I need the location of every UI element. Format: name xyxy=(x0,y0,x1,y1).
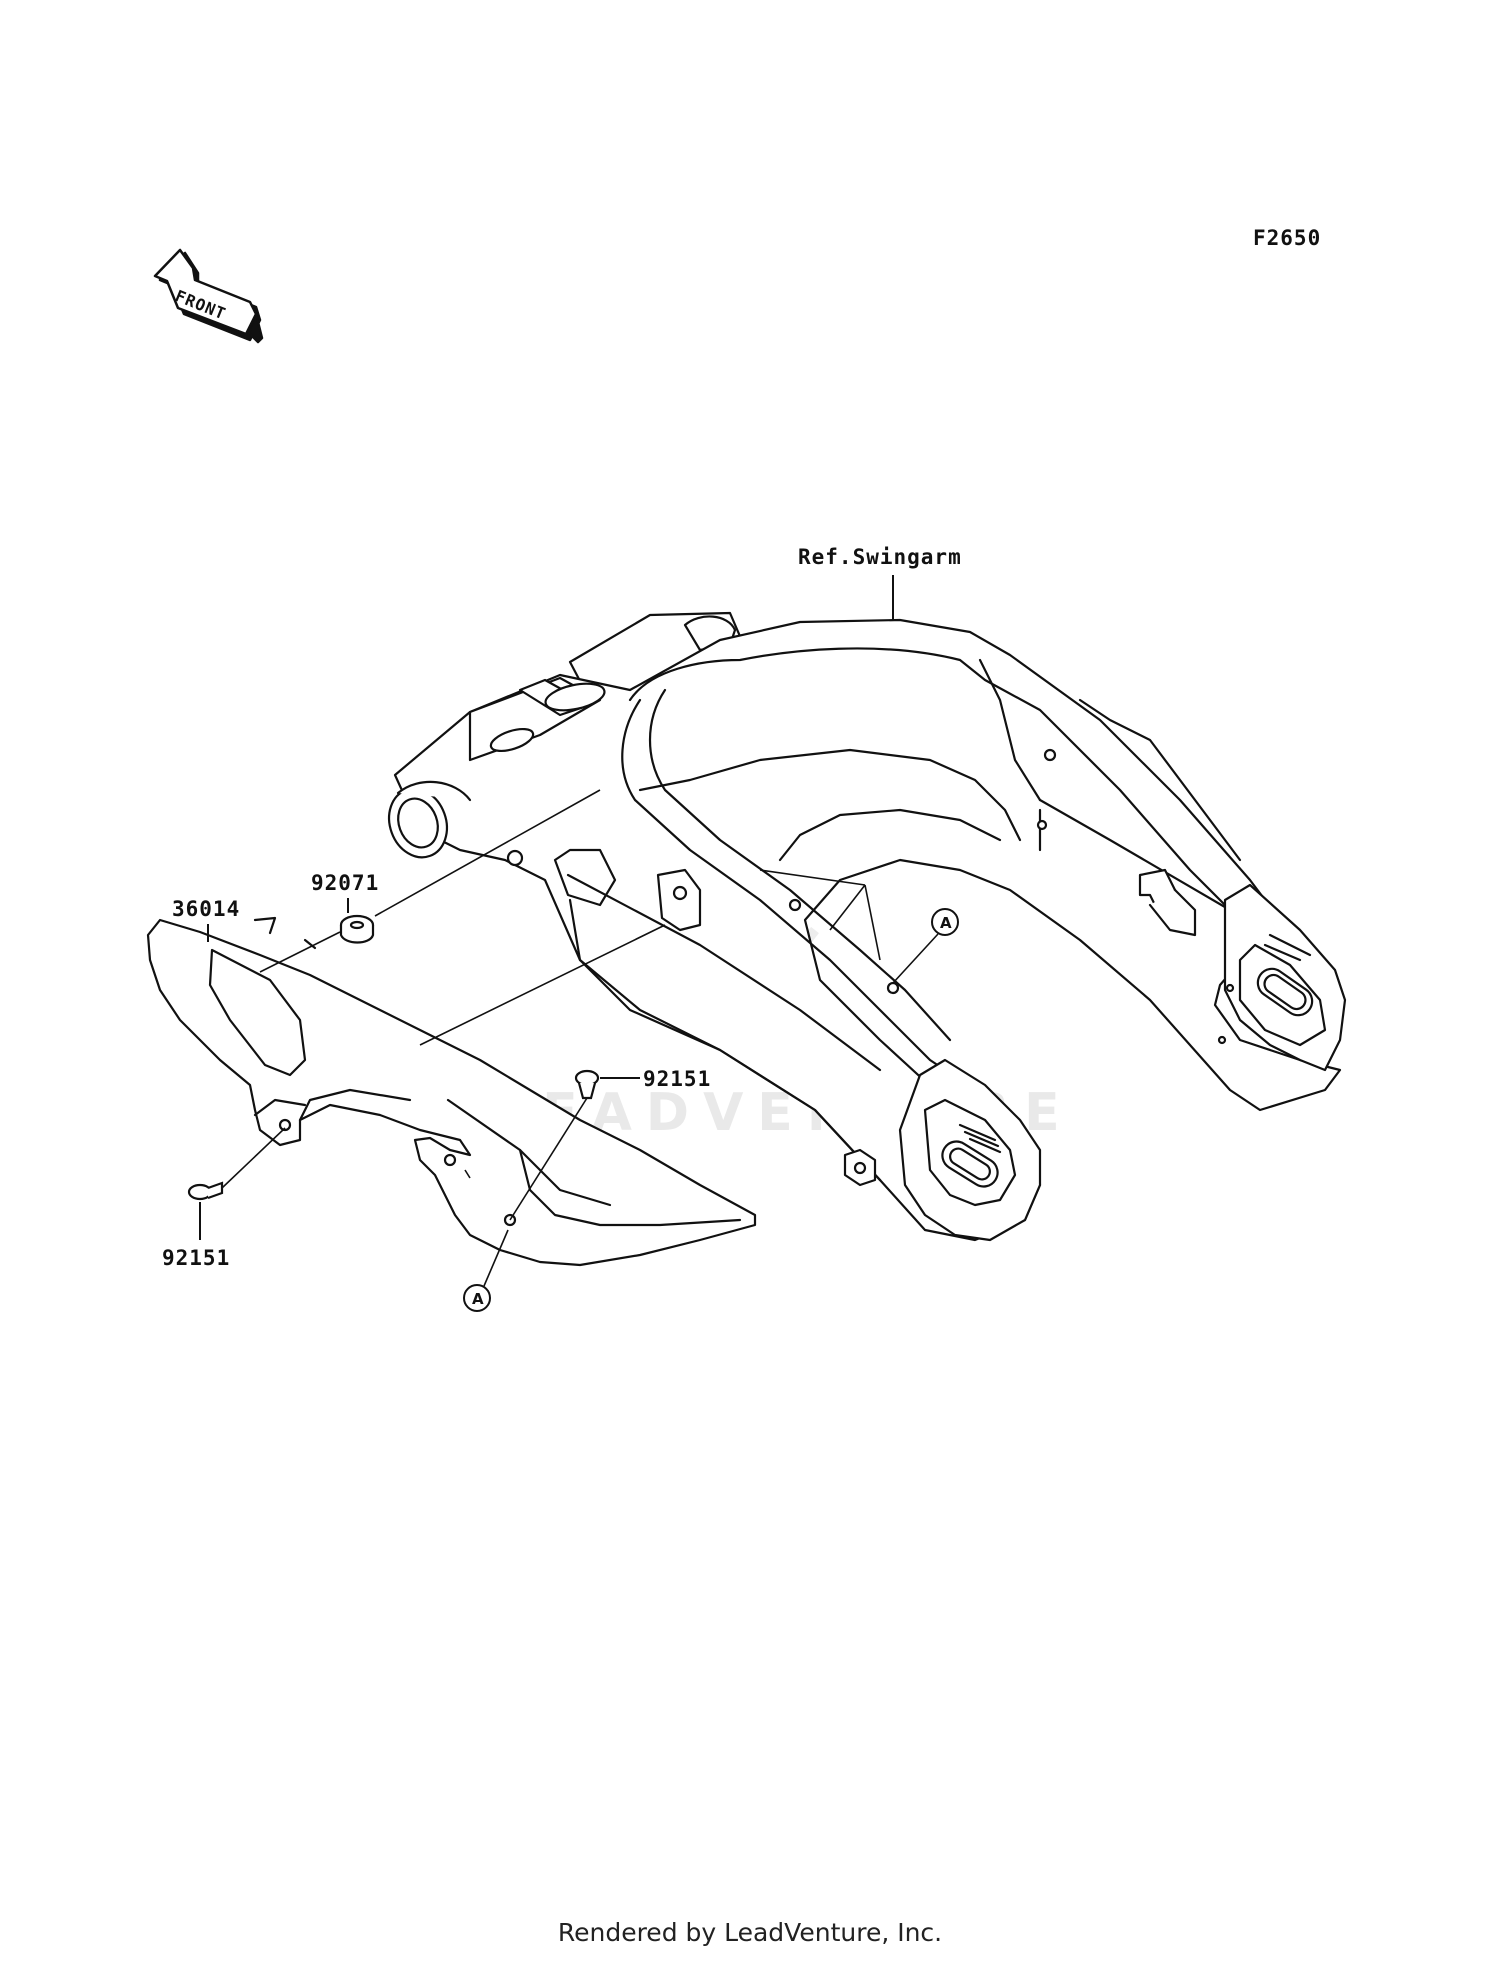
assembly-lines xyxy=(221,789,881,1221)
part-number-92071: 92071 xyxy=(311,871,379,895)
callout-a-upper: A xyxy=(892,908,959,984)
bolt-hole-a2 xyxy=(886,981,900,995)
callout-a-lower-letter: A xyxy=(472,1290,484,1308)
callout-92151-upper: 92151 xyxy=(600,1067,711,1091)
callout-92071: 92071 xyxy=(311,871,379,913)
callout-92151-lower: 92151 xyxy=(162,1202,230,1270)
callout-a-upper-letter: A xyxy=(940,914,952,932)
bolt-92151-lower-part xyxy=(187,1181,224,1201)
rendered-by-footer: Rendered by LeadVenture, Inc. xyxy=(557,1918,943,1947)
callout-a-lower: A xyxy=(463,1229,509,1312)
chain-guard-part xyxy=(146,916,757,1267)
bolt-hole-a1 xyxy=(788,898,802,912)
part-number-92151-upper: 92151 xyxy=(643,1067,711,1091)
front-arrow-icon xyxy=(153,248,264,344)
part-number-92151-lower: 92151 xyxy=(162,1246,230,1270)
collar-92071-part xyxy=(339,914,375,944)
ref-swingarm-label: Ref.Swingarm xyxy=(798,545,962,569)
bolt-92151-upper-part xyxy=(574,1069,600,1100)
diagram-code: F2650 xyxy=(1253,226,1321,250)
part-number-36014: 36014 xyxy=(172,897,240,921)
swingarm-part xyxy=(387,611,1347,1242)
callout-36014: 36014 xyxy=(172,897,240,942)
